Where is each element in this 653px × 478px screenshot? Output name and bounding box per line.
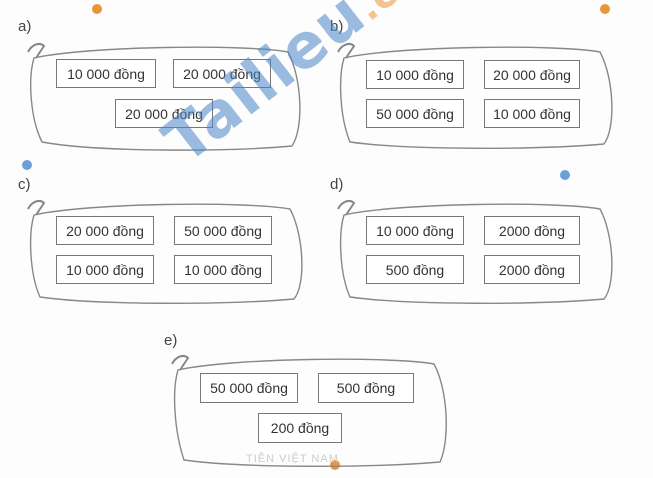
wallet-outline — [337, 43, 613, 149]
banknote: 20 000 đồng — [484, 60, 580, 89]
banknote: 10 000 đồng — [366, 216, 464, 245]
banknote: 20 000 đồng — [173, 59, 271, 88]
banknote: 50 000 đồng — [174, 216, 272, 245]
banknote: 2000 đồng — [484, 216, 580, 245]
banknote: 50 000 đồng — [366, 99, 464, 128]
banknote: 10 000 đồng — [56, 255, 154, 284]
wallet-a: 10 000 đồng 20 000 đồng 20 000 đồng — [26, 38, 306, 153]
banknote: 10 000 đồng — [366, 60, 464, 89]
wallet-d-label: d) — [330, 176, 344, 193]
watermark-suffix: .com — [348, 0, 459, 29]
wallet-e-label: e) — [164, 332, 178, 349]
banknote: 10 000 đồng — [484, 99, 580, 128]
banknote: 20 000 đồng — [115, 99, 213, 128]
watermark-dot — [330, 460, 340, 470]
wallet-b: 10 000 đồng 20 000 đồng 50 000 đồng 10 0… — [336, 38, 618, 153]
wallet-c: 20 000 đồng 50 000 đồng 10 000 đồng 10 0… — [26, 195, 308, 310]
banknote: 50 000 đồng — [200, 373, 298, 403]
watermark-dot — [600, 4, 610, 14]
banknote: 2000 đồng — [484, 255, 580, 284]
banknote: 10 000 đồng — [56, 59, 156, 88]
watermark-dot — [22, 160, 32, 170]
wallet-e: 50 000 đồng 500 đồng 200 đồng TIỀN VIỆT … — [170, 350, 452, 472]
banknote: 20 000 đồng — [56, 216, 154, 245]
wallet-d: 10 000 đồng 2000 đồng 500 đồng 2000 đồng — [336, 195, 618, 310]
watermark-dot — [92, 4, 102, 14]
wallet-outline — [27, 43, 301, 151]
banknote: 10 000 đồng — [174, 255, 272, 284]
wallet-b-label: b) — [330, 18, 344, 35]
wallet-a-label: a) — [18, 18, 32, 35]
ghost-text: TIỀN VIỆT NAM — [246, 453, 339, 465]
watermark-dot — [560, 170, 570, 180]
banknote: 200 đồng — [258, 413, 342, 443]
wallet-c-label: c) — [18, 176, 31, 193]
wallet-outline — [337, 200, 613, 304]
wallet-outline — [171, 355, 447, 467]
banknote: 500 đồng — [318, 373, 414, 403]
wallet-outline — [27, 200, 303, 304]
banknote: 500 đồng — [366, 255, 464, 284]
